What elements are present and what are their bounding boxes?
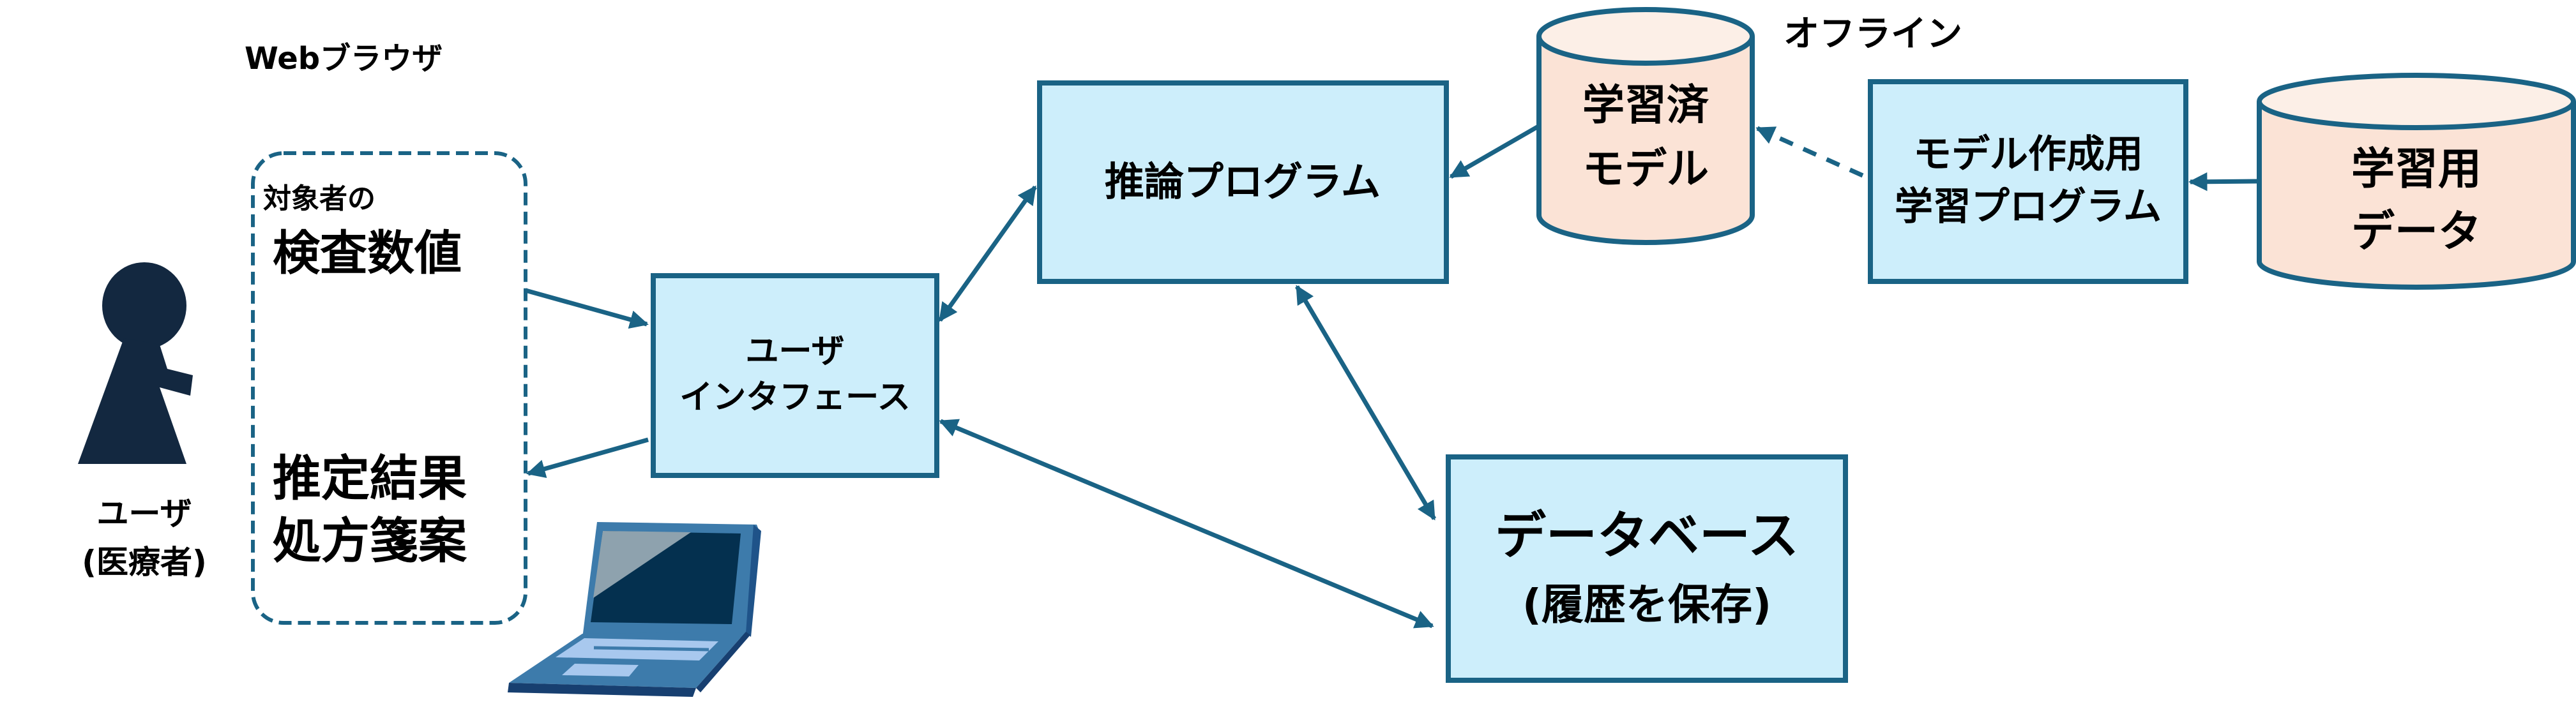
user-interface-node[interactable]: ユーザ インタフェース (651, 273, 939, 478)
estimation-result: 推定結果 (273, 450, 467, 507)
database-node[interactable]: データベース (履歴を保存) (1446, 454, 1848, 683)
offline-label: オフライン (1784, 13, 1962, 55)
trained-model-cylinder-top (1536, 7, 1755, 66)
arrow-inference-database (1294, 285, 1437, 521)
training-program-label-2: 学習プログラム (1895, 184, 2162, 229)
test-values-input[interactable]: 検査数値 (273, 226, 462, 281)
inference-program-box[interactable] (1037, 80, 1449, 284)
training-data-label-2: データ (2351, 207, 2481, 257)
arrow-model-to-inference (1449, 124, 1540, 179)
trained-model-label-2: モデル (1582, 144, 1709, 193)
prescription-proposal: 処方箋案 (273, 512, 467, 569)
user-interface-label-2: インタフェース (679, 378, 910, 417)
arrow-ui-inference (938, 185, 1037, 322)
arrow-ui-to-output (526, 437, 649, 478)
arrow-data-to-training (2188, 172, 2259, 191)
arrow-input-to-ui (525, 288, 649, 329)
subject-prefix-label: 対象者の (263, 183, 375, 215)
arrow-ui-database (939, 419, 1434, 629)
training-data-label-1: 学習用 (2351, 144, 2481, 195)
training-data-cylinder-body (2257, 101, 2576, 290)
database-box[interactable] (1446, 454, 1848, 683)
training-program-label-1: モデル作成用 (1913, 132, 2143, 177)
training-program-node[interactable]: モデル作成用 学習プログラム (1868, 79, 2188, 284)
laptop-icon (508, 522, 761, 697)
inference-program-node[interactable]: 推論プログラム (1037, 80, 1449, 284)
training-program-box[interactable] (1868, 79, 2188, 284)
arrow-training-to-model (1755, 126, 1864, 178)
training-data-cylinder[interactable]: 学習用 データ (2257, 73, 2576, 290)
database-subtitle: (履歴を保存) (1522, 580, 1771, 629)
training-data-cylinder-top (2257, 73, 2576, 130)
trained-model-cylinder[interactable]: 学習済 モデル (1536, 7, 1755, 245)
inference-program-label: 推論プログラム (1105, 158, 1381, 205)
browser-panel: 対象者の 検査数値 推定結果 処方箋案 (251, 151, 527, 625)
user-interface-box[interactable] (651, 273, 939, 478)
trained-model-cylinder-body (1536, 36, 1755, 245)
user-interface-label-1: ユーザ (746, 332, 845, 371)
database-label: データベース (1495, 506, 1799, 565)
web-browser-label: Webブラウザ (245, 41, 443, 77)
user-person-icon (78, 262, 193, 464)
person-body (78, 338, 193, 464)
person-head (102, 262, 186, 349)
user-role-label: (医療者) (82, 544, 207, 581)
user-label: ユーザ (97, 495, 192, 532)
trained-model-label-1: 学習済 (1582, 80, 1709, 130)
browser-panel-border (251, 151, 527, 625)
